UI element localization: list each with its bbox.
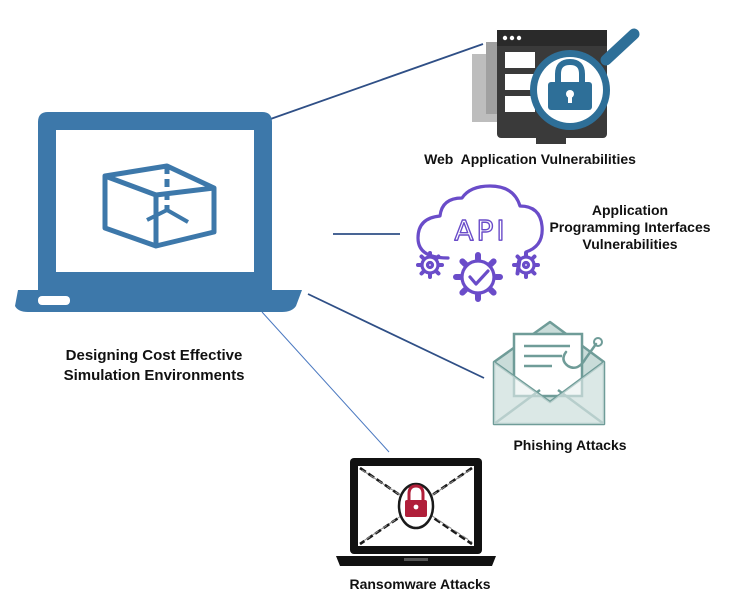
phishing-attacks-label: Phishing Attacks [513,437,627,453]
api-label-line-2: Programming Interfaces [549,219,711,235]
connector-web [261,43,484,123]
center-title-line-1: Designing Cost Effective [65,347,243,364]
web-vulnerabilities-label: Web Application Vulnerabilities [424,151,636,167]
ransomware-attacks-label: Ransomware Attacks [349,576,491,592]
cube-icon [102,163,217,249]
api-cloud-gears-icon: API [416,184,544,302]
api-icon-text: API [454,214,507,247]
connector-ransomware [261,311,390,453]
browser-padlock-magnifier-icon [472,28,640,144]
connector-phishing [307,293,485,379]
api-label-line-1: Application [591,202,669,218]
api-label-line-3: Vulnerabilities [582,236,678,252]
connectors [261,43,485,453]
center-title-line-2: Simulation Environments [63,367,245,384]
envelope-hook-icon [492,320,606,426]
api-vulnerabilities-label: Application Programming Interfaces Vulne… [525,202,735,253]
laptop-chains-lock-icon [336,458,496,566]
center-title: Designing Cost Effective Simulation Envi… [30,346,278,386]
